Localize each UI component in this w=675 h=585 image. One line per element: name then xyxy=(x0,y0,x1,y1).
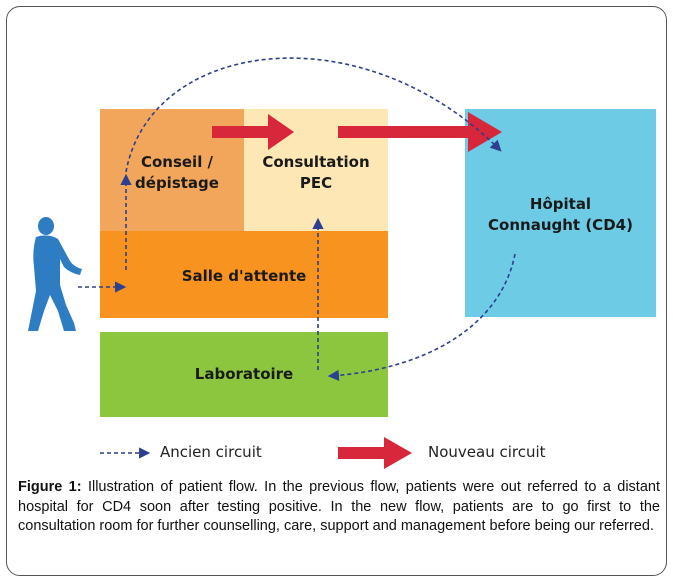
caption-text: Illustration of patient flow. In the pre… xyxy=(18,479,660,534)
consultation-label-line1: Consultation xyxy=(262,153,370,171)
waiting-room-label-text: Salle d'attente xyxy=(181,267,307,285)
counselling-label-line1: Conseil / xyxy=(140,153,214,171)
legend-new-circuit-label: Nouveau circuit xyxy=(428,443,546,461)
waiting-room-label: Salle d'attente xyxy=(100,266,388,287)
walking-patient-icon xyxy=(28,217,82,331)
waiting-room-box xyxy=(100,231,388,318)
hospital-label-line1: Hôpital xyxy=(529,195,592,213)
laboratory-label-text: Laboratoire xyxy=(194,365,294,383)
laboratory-box xyxy=(100,332,388,417)
new-circuit-arrow-2 xyxy=(338,112,502,152)
figure-caption: Figure 1: Illustration of patient flow. … xyxy=(18,478,660,537)
counselling-label: Conseil / dépistage xyxy=(118,152,236,194)
new-circuit-arrow-1 xyxy=(212,114,294,150)
consultation-label: Consultation PEC xyxy=(244,152,388,194)
legend-new-circuit-mark xyxy=(338,437,412,469)
counselling-label-line2: dépistage xyxy=(135,174,219,192)
legend-old-circuit-label: Ancien circuit xyxy=(160,443,262,461)
old-circuit-hospital-to-lab xyxy=(327,253,516,381)
hospital-label-line2: Connaught (CD4) xyxy=(488,216,633,234)
old-circuit-arc-to-hospital xyxy=(125,57,502,173)
caption-label: Figure 1: xyxy=(18,479,82,495)
hospital-label: Hôpital Connaught (CD4) xyxy=(465,194,656,236)
consultation-label-line2: PEC xyxy=(299,174,333,192)
laboratory-label: Laboratoire xyxy=(100,364,388,385)
